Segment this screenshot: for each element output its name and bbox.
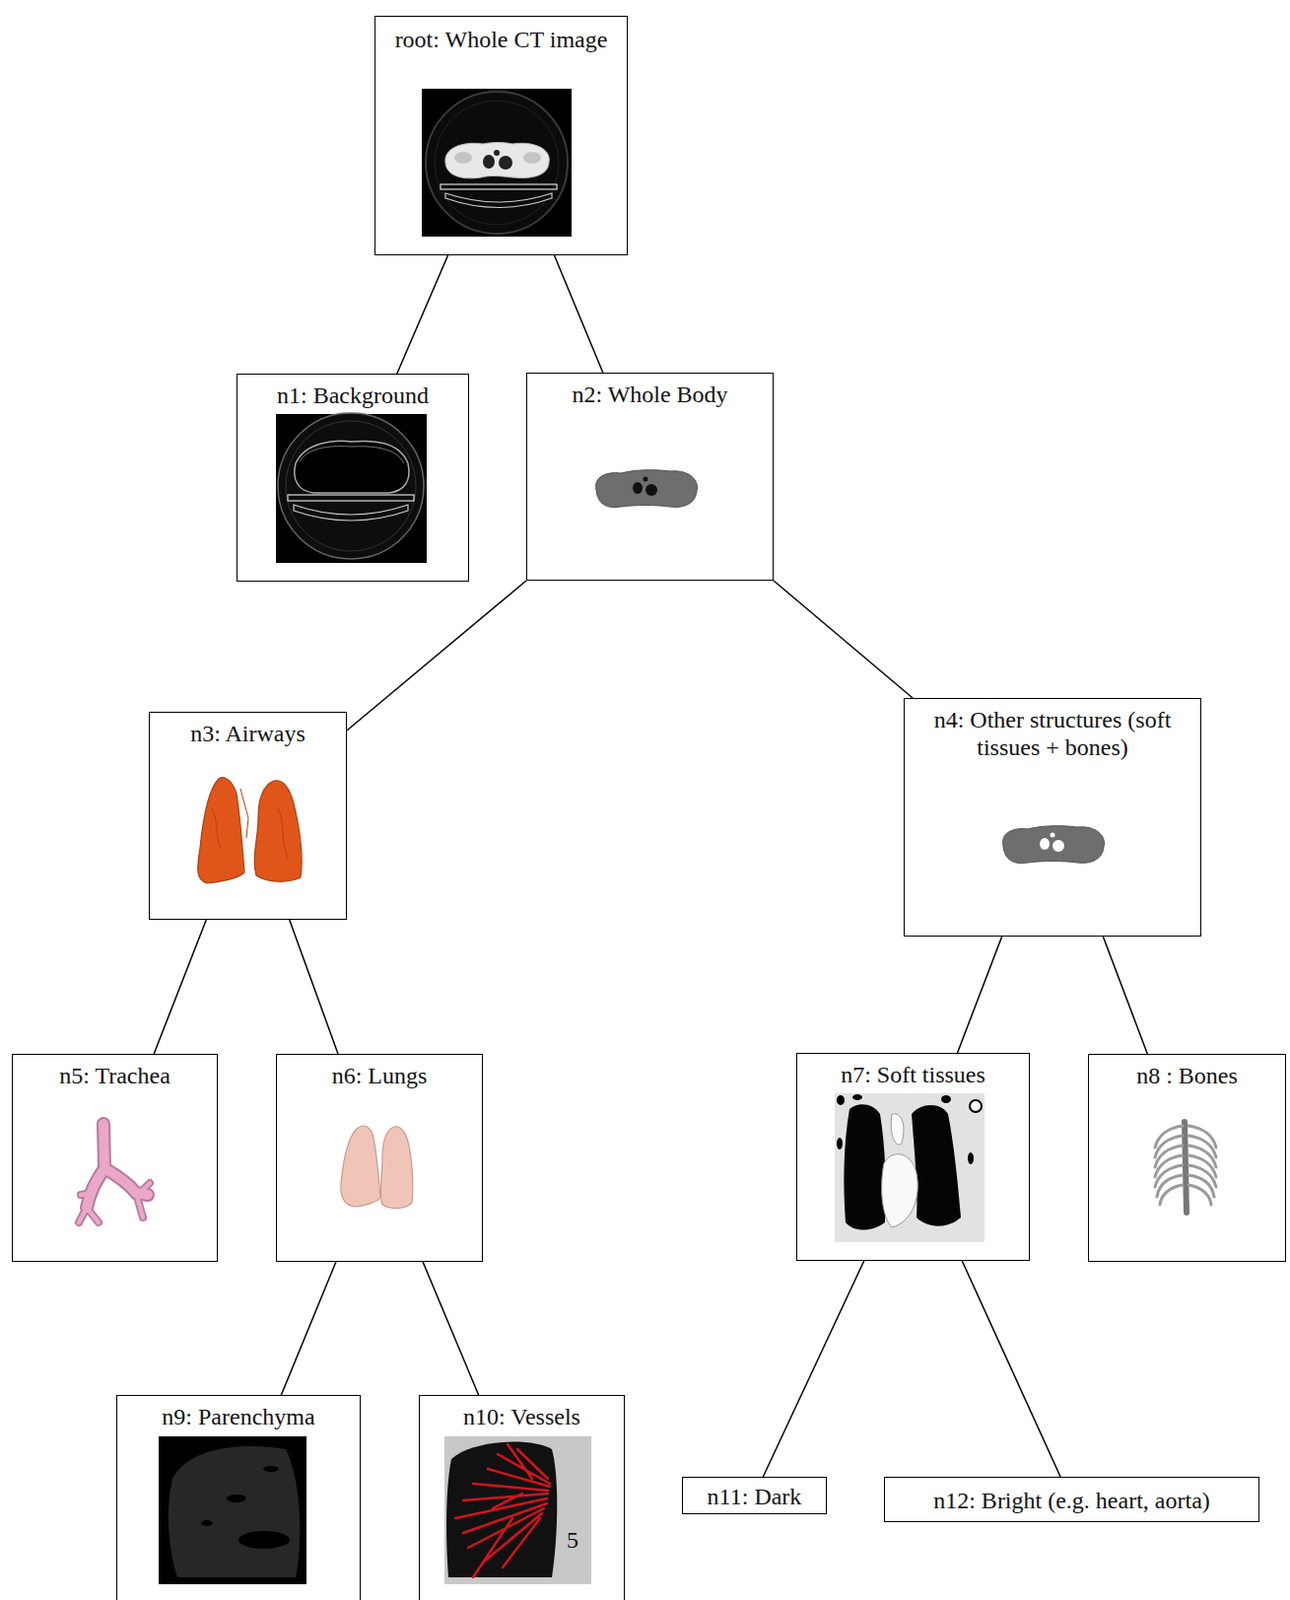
tree-edge xyxy=(961,1260,1061,1477)
tree-edge xyxy=(1102,936,1148,1054)
node-label: n1: Background xyxy=(276,382,429,410)
tree-node-box: n1: Background xyxy=(236,373,470,582)
lungs-render xyxy=(340,1125,413,1209)
parenchyma-slice xyxy=(158,1435,307,1584)
node-label: n10: Vessels xyxy=(463,1403,581,1431)
ct-slice-image xyxy=(421,88,572,237)
soft-tissue-slice xyxy=(834,1092,985,1242)
node-label: n9: Parenchyma xyxy=(161,1403,315,1431)
tree-node-box: n3: Airways xyxy=(148,711,347,920)
tree-edge xyxy=(762,1260,864,1477)
tree-edge xyxy=(346,580,527,731)
tree-node-box: n9: Parenchyma xyxy=(116,1394,361,1600)
tree-node-box: n12: Bright (e.g. heart, aorta) xyxy=(883,1476,1260,1522)
tree-node-box: n11: Dark xyxy=(681,1476,827,1514)
node-label: n11: Dark xyxy=(707,1483,803,1511)
background-image xyxy=(275,412,427,563)
callout-number: 5 xyxy=(566,1527,579,1552)
tree-node-box: n5: Trachea xyxy=(11,1053,218,1262)
tree-edge xyxy=(289,919,339,1054)
tree-edge xyxy=(397,255,449,374)
node-label: root: Whole CT image xyxy=(395,26,609,55)
node-label: n12: Bright (e.g. heart, aorta) xyxy=(933,1487,1211,1515)
tree-node-box: n7: Soft tissues xyxy=(796,1052,1030,1261)
tree-node-box: n8 : Bones xyxy=(1087,1053,1287,1262)
node-label: n8 : Bones xyxy=(1136,1062,1238,1090)
bones-render xyxy=(1154,1121,1217,1213)
tree-node-box: n10: Vessels xyxy=(418,1394,625,1600)
tree-node-box: n4: Other structures (soft tissues + bon… xyxy=(903,697,1202,937)
node-label: n6: Lungs xyxy=(332,1062,428,1090)
tree-node-box: n2: Whole Body xyxy=(526,372,774,581)
tree-node-box: root: Whole CT image xyxy=(374,15,628,256)
node-label: n4: Other structures (soft tissues + bon… xyxy=(914,706,1191,761)
node-label: n7: Soft tissues xyxy=(840,1061,986,1089)
tree-edge xyxy=(280,1261,337,1395)
vessels-slice xyxy=(444,1435,592,1584)
tree-edge xyxy=(422,1261,479,1395)
node-label: n5: Trachea xyxy=(59,1062,171,1090)
tree-node-box: n6: Lungs xyxy=(275,1053,483,1262)
trachea-render xyxy=(78,1123,150,1223)
tree-edge xyxy=(773,580,913,698)
other-structures-image xyxy=(1003,825,1105,864)
tree-edge xyxy=(153,919,206,1054)
node-label: n3: Airways xyxy=(190,720,306,748)
node-label: n2: Whole Body xyxy=(571,381,728,409)
tree-edge xyxy=(553,255,603,373)
airways-render xyxy=(198,777,302,883)
tree-edge xyxy=(957,936,1003,1053)
body-mask-image xyxy=(596,470,698,508)
